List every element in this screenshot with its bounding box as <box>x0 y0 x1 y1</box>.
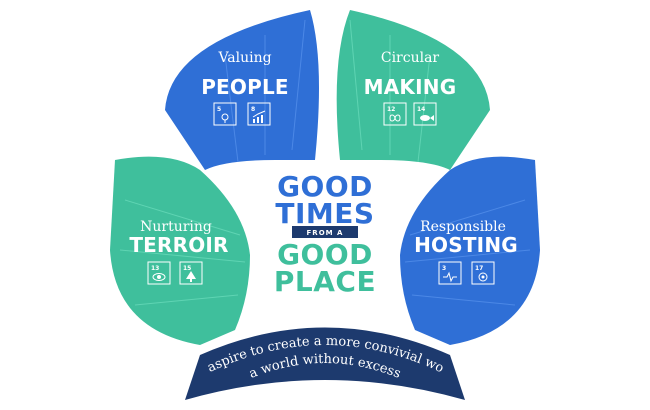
radial-line <box>134 294 239 306</box>
radial-line <box>124 199 241 236</box>
sdg-badge-number: 14 <box>417 106 425 113</box>
center-logo: GOOD TIMES FROM A GOOD PLACE <box>253 160 397 304</box>
center-banner-text: FROM A <box>307 229 344 237</box>
segment-circular-making: Circular MAKING 12 14 <box>336 10 490 170</box>
infinity-icon <box>389 114 401 122</box>
sdg-badge-13: 13 <box>147 261 171 285</box>
center-place-line: PLACE <box>274 265 376 298</box>
terroir-title: TERROIR <box>129 233 228 257</box>
gender-equality-icon <box>221 113 229 123</box>
radial-line <box>119 249 246 263</box>
people-script-label: Valuing <box>217 50 271 66</box>
radial-line <box>404 249 531 263</box>
making-script-label: Circular <box>381 50 440 66</box>
sdg-badge-number: 5 <box>217 106 221 113</box>
segment-valuing-people: Valuing PEOPLE 5 8 <box>165 10 319 170</box>
sdg-badge-number: 3 <box>442 265 446 272</box>
making-title: MAKING <box>364 75 457 99</box>
radial-line <box>349 19 363 151</box>
fish-icon <box>420 115 434 121</box>
center-times-line: TIMES <box>275 197 374 230</box>
sdg-badge-number: 13 <box>151 265 159 272</box>
eye-globe-icon <box>152 273 166 281</box>
terroir-segment-shape <box>110 156 250 345</box>
people-segment-shape <box>165 10 319 170</box>
bottom-band-shape <box>185 327 465 400</box>
sdg-badge-number: 15 <box>183 265 191 272</box>
flower-icon <box>478 272 488 282</box>
center-good-line-2: GOOD <box>277 238 373 271</box>
radial-line <box>417 54 431 163</box>
radial-line <box>291 19 306 151</box>
radial-line <box>411 294 516 306</box>
hosting-title: HOSTING <box>414 233 518 257</box>
segment-responsible-hosting: Responsible HOSTING 3 17 <box>400 156 540 345</box>
growth-chart-icon <box>252 110 266 123</box>
center-good-line-1: GOOD <box>277 170 373 203</box>
sdg-badge-number: 8 <box>251 106 255 113</box>
sdg-badge-14: 14 <box>413 102 437 126</box>
tree-icon <box>186 271 196 282</box>
center-banner <box>292 226 358 238</box>
sdg-badge-number: 12 <box>387 106 395 113</box>
sdg-badge-number: 17 <box>475 265 483 272</box>
terroir-script-label: Nurturing <box>140 219 212 235</box>
heartbeat-icon <box>443 271 457 283</box>
making-segment-shape <box>336 10 490 170</box>
sdg-badge-3: 3 <box>438 261 462 285</box>
sdg-badge-8: 8 <box>247 102 271 126</box>
sdg-badge-17: 17 <box>471 261 495 285</box>
sdg-badge-5: 5 <box>213 102 237 126</box>
hosting-segment-shape <box>400 156 540 345</box>
people-title: PEOPLE <box>201 75 289 99</box>
hosting-script-label: Responsible <box>420 219 506 235</box>
radial-line <box>409 199 526 236</box>
sdg-badge-12: 12 <box>383 102 407 126</box>
radial-line <box>224 54 239 163</box>
segment-nurturing-terroir: Nurturing TERROIR 13 15 <box>110 156 250 345</box>
sdg-badge-15: 15 <box>179 261 203 285</box>
